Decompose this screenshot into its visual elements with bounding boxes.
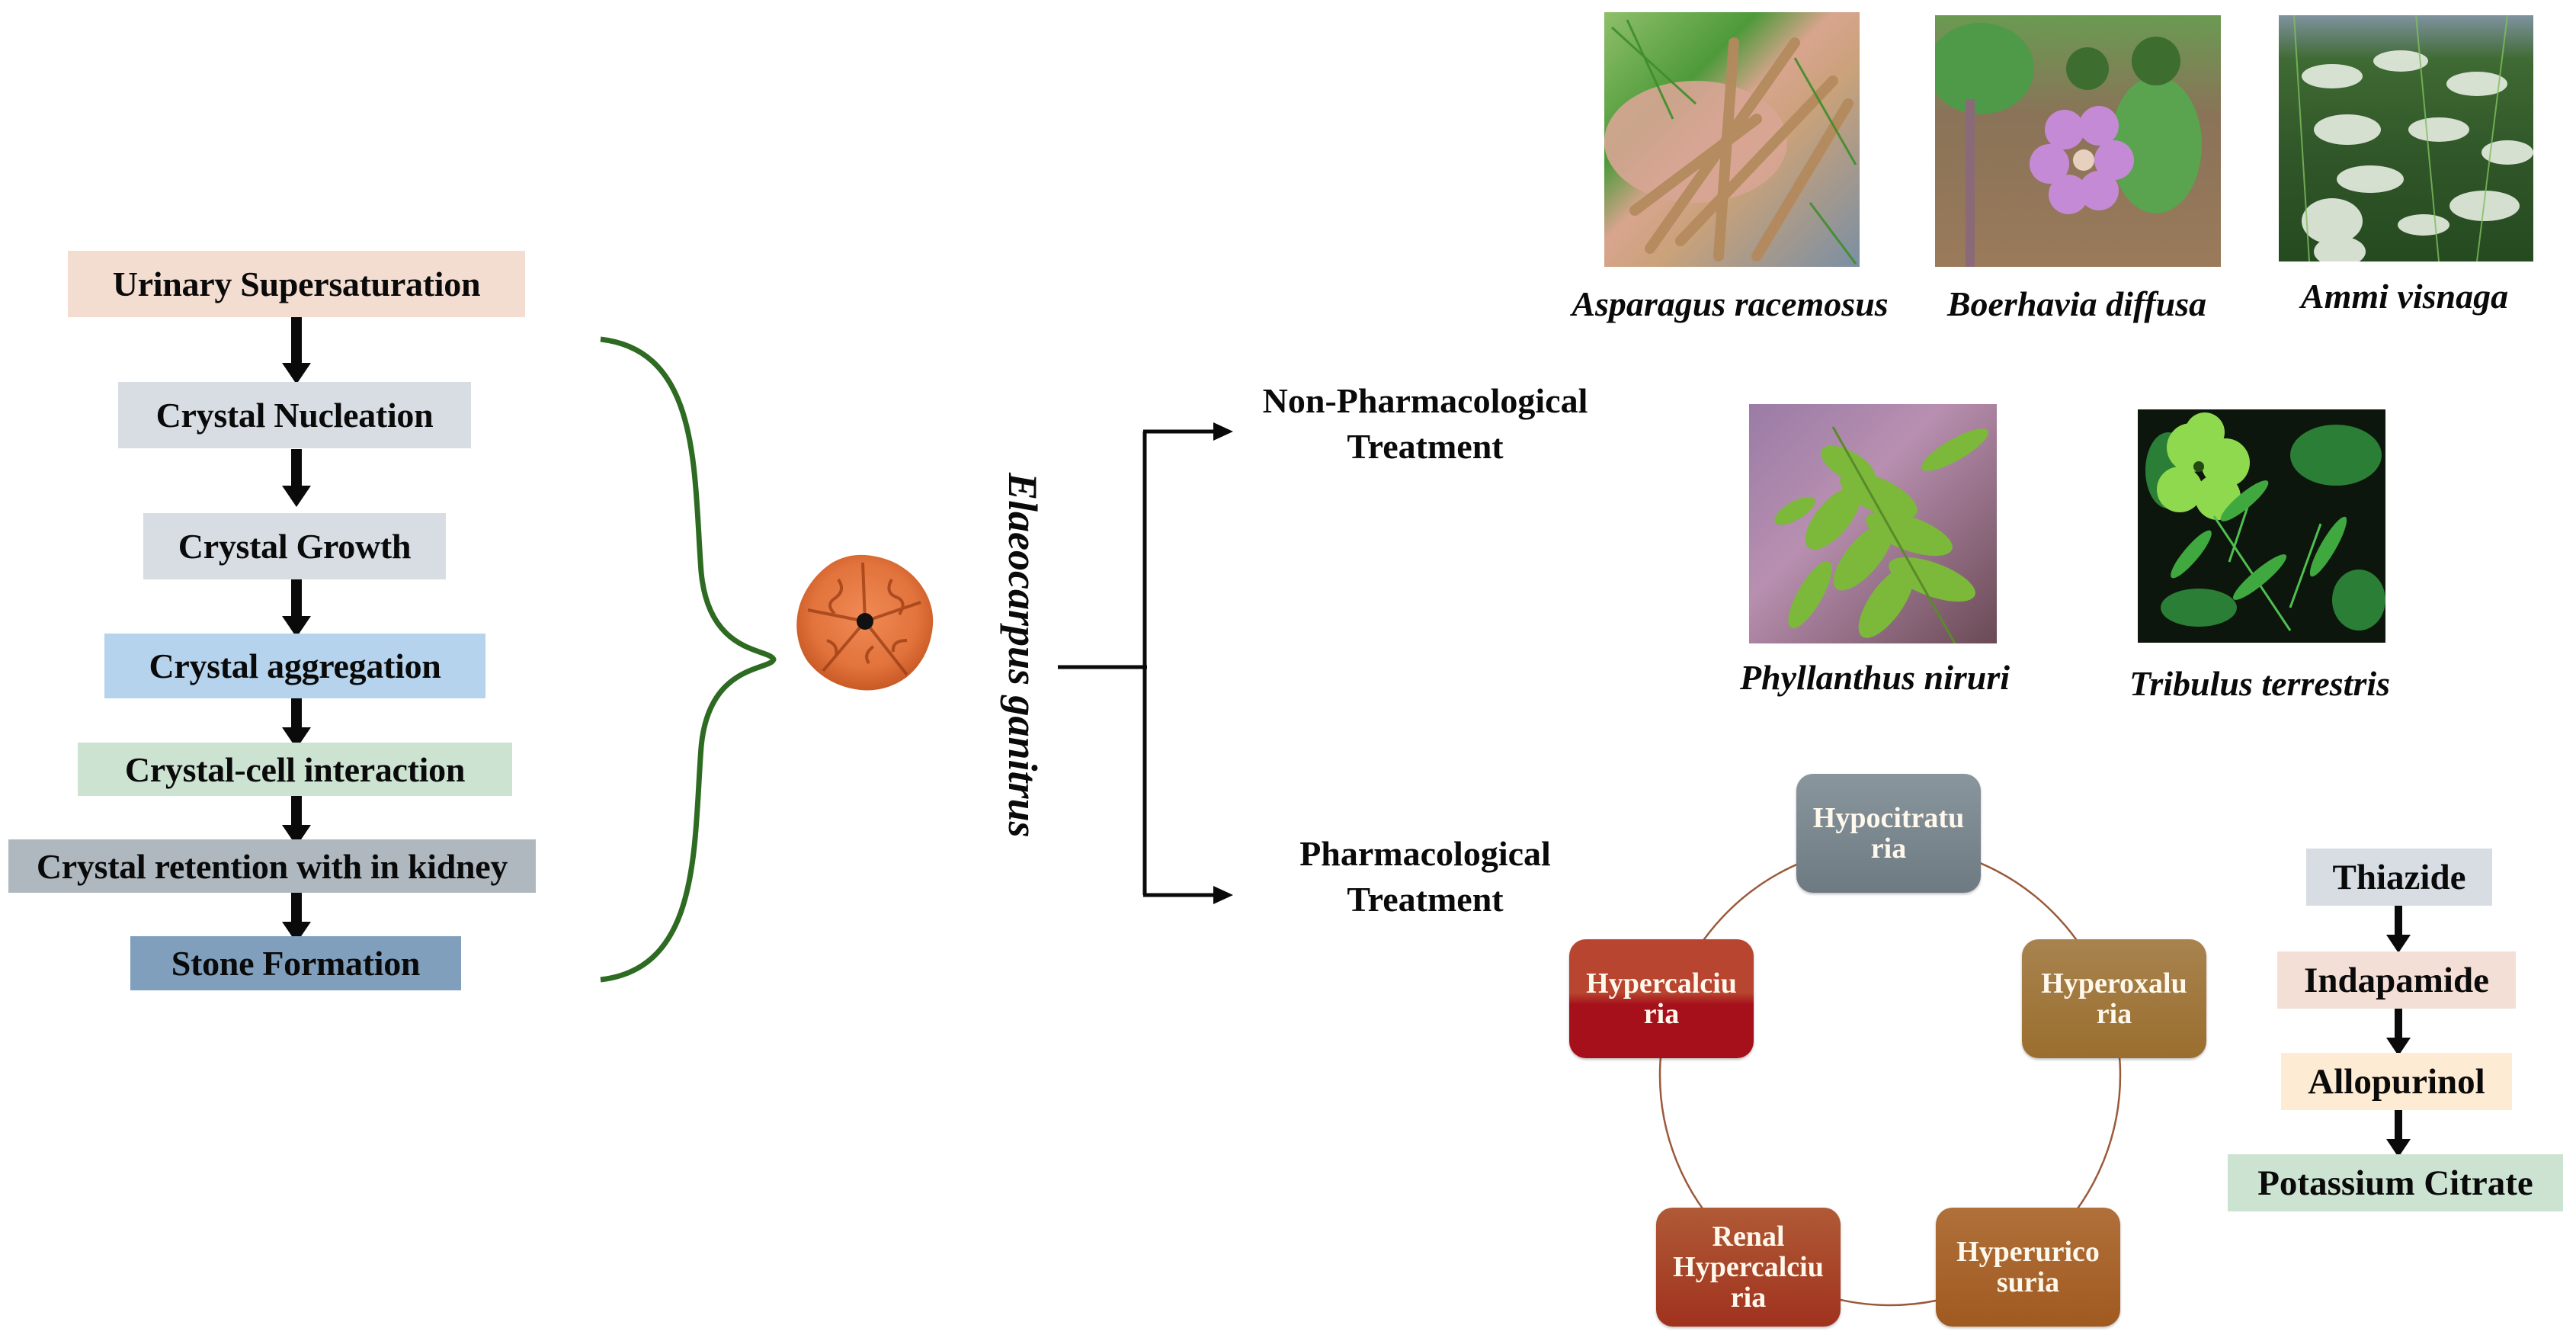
arrow-down-icon	[282, 698, 311, 749]
drug-allopurinol: Allopurinol	[2281, 1053, 2512, 1110]
plant-name-asparagus: Asparagus racemosus	[1572, 284, 1889, 323]
node-hypercalciuria: Hypercalciu ria	[1569, 939, 1754, 1058]
rudraksha-seed-icon	[796, 554, 934, 691]
arrow-down-icon	[2386, 1009, 2411, 1056]
non-pharmacological-treatment-label: Non-Pharmacological Treatment	[1262, 381, 1588, 466]
plant-name-phyllanthus: Phyllanthus niruri	[1739, 658, 2010, 697]
arrow-right-icon	[1213, 886, 1233, 904]
node-hyperuricosuria: Hyperurico suria	[1936, 1208, 2120, 1327]
step-urinary-supersaturation: Urinary Supersaturation	[68, 251, 525, 317]
step-crystal-aggregation: Crystal aggregation	[104, 634, 485, 698]
ammi-visnaga-photo	[2279, 15, 2533, 262]
step-crystal-retention: Crystal retention with in kidney	[8, 839, 536, 893]
drug-indapamide: Indapamide	[2277, 951, 2516, 1009]
plant-name-ammi-visnaga: Ammi visnaga	[2300, 277, 2509, 316]
tribulus-flower-photo	[2138, 409, 2385, 643]
drug-thiazide: Thiazide	[2306, 849, 2492, 906]
arrow-down-icon	[2386, 1110, 2411, 1157]
arrow-down-icon	[282, 449, 311, 507]
drug-potassium-citrate: Potassium Citrate	[2228, 1154, 2563, 1211]
node-hyperoxaluria: Hyperoxalu ria	[2022, 939, 2206, 1058]
step-crystal-cell-interaction: Crystal-cell interaction	[78, 743, 512, 796]
branch-connector	[1058, 422, 1233, 904]
species-label: Elaeocarpus ganitrus	[1000, 473, 1046, 838]
plant-name-boerhavia: Boerhavia diffusa	[1946, 284, 2207, 323]
step-crystal-nucleation: Crystal Nucleation	[118, 382, 471, 448]
arrow-down-icon	[282, 317, 311, 384]
phyllanthus-leaves-photo	[1749, 404, 1997, 643]
step-crystal-growth: Crystal Growth	[143, 513, 446, 579]
arrow-down-icon	[282, 579, 311, 637]
plant-name-tribulus: Tribulus terrestris	[2129, 664, 2391, 703]
step-stone-formation: Stone Formation	[130, 936, 461, 990]
arrow-down-icon	[282, 893, 311, 943]
node-renal-hypercalciuria: Renal Hypercalciu ria	[1656, 1208, 1841, 1327]
pharmacological-treatment-label: Pharmacological Treatment	[1299, 834, 1551, 919]
arrow-right-icon	[1213, 422, 1233, 441]
asparagus-roots-photo	[1604, 12, 1860, 267]
node-hypocitraturia: Hypocitratu ria	[1796, 774, 1981, 893]
arrow-down-icon	[282, 796, 311, 846]
arrow-down-icon	[2386, 906, 2411, 953]
curly-brace-icon	[600, 336, 777, 983]
boerhavia-flower-photo	[1935, 15, 2221, 267]
